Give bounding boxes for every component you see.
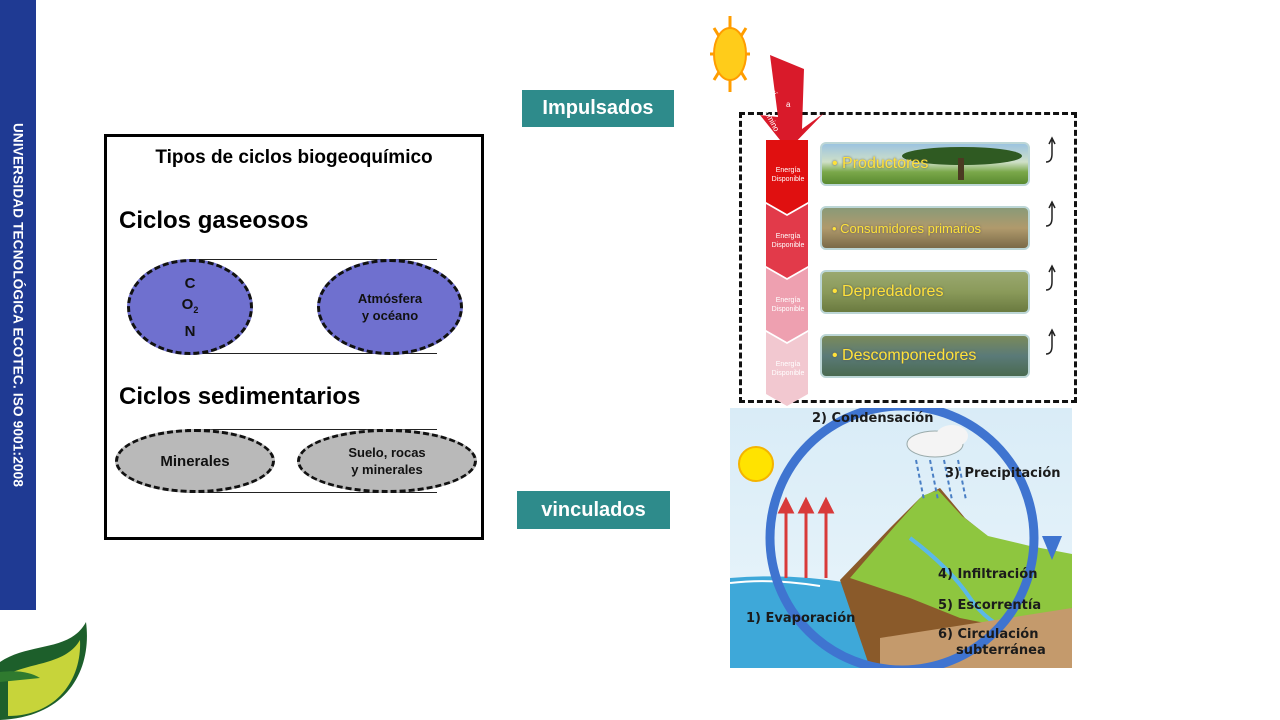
vinculados-tag: vinculados bbox=[517, 491, 670, 529]
energy-available-label: Energía Disponible bbox=[771, 167, 805, 183]
cycle-types-panel: Tipos de ciclos biogeoquímico Ciclos gas… bbox=[104, 134, 484, 540]
ellipse-subscript: 2 bbox=[193, 304, 199, 315]
ecotec-leaf-logo bbox=[0, 622, 87, 720]
predators-label: • Depredadores bbox=[832, 283, 944, 300]
ellipse-text: Atmósfera bbox=[357, 291, 423, 306]
carbon-oxygen-nitrogen-ellipse: C O2 N bbox=[127, 259, 253, 355]
energy-chevrons bbox=[766, 140, 808, 406]
ellipse-text: N bbox=[184, 322, 196, 340]
infiltration-label: 4) Infiltración bbox=[938, 567, 1038, 582]
energy-available-label: Energía Disponible bbox=[771, 297, 805, 313]
precipitation-label: 3) Precipitación bbox=[945, 466, 1061, 481]
runoff-label: 5) Escorrentía bbox=[938, 598, 1042, 613]
connector-line bbox=[187, 259, 437, 260]
sun-icon bbox=[710, 16, 750, 92]
decomposers-label: • Descomponedores bbox=[832, 347, 977, 364]
soil-rocks-ellipse: Suelo, rocas y minerales bbox=[297, 429, 477, 493]
ellipse-text: y océano bbox=[361, 308, 419, 323]
ellipse-text: Suelo, rocas bbox=[348, 445, 426, 460]
connector-line bbox=[187, 429, 437, 430]
energy-available-label: Energía Disponible bbox=[771, 233, 805, 249]
decomposers-row: • Descomponedores bbox=[820, 334, 1030, 378]
energy-loss-arrows bbox=[1045, 136, 1056, 355]
producers-row: • Productores bbox=[820, 142, 1030, 186]
ellipse-text: Minerales bbox=[160, 452, 230, 470]
university-banner-text: UNIVERSIDAD TECNOLÓGICA ECOTEC. ISO 9001… bbox=[10, 122, 26, 488]
energy-available-label: Energía Disponible bbox=[771, 361, 805, 377]
impulsados-tag: Impulsados bbox=[522, 90, 674, 127]
light-energy-arrow bbox=[760, 55, 824, 150]
minerals-ellipse: Minerales bbox=[115, 429, 275, 493]
tree-illustration bbox=[902, 147, 1022, 180]
water-cycle-illustration bbox=[730, 408, 1072, 668]
sedimentary-cycles-heading: Ciclos sedimentarios bbox=[119, 383, 361, 410]
groundwater-label-1: 6) Circulación bbox=[938, 627, 1039, 642]
condensation-label: 2) Condensación bbox=[812, 411, 934, 426]
ellipse-text: y minerales bbox=[351, 462, 423, 477]
evaporation-label: 1) Evaporación bbox=[746, 611, 856, 626]
panel-title: Tipos de ciclos biogeoquímico bbox=[155, 147, 433, 168]
ellipse-text: O bbox=[181, 295, 194, 313]
side-banner: UNIVERSIDAD TECNOLÓGICA ECOTEC. ISO 9001… bbox=[0, 0, 36, 610]
producers-label: • Productores bbox=[832, 155, 929, 172]
ellipse-text: C bbox=[184, 274, 196, 292]
predators-row: • Depredadores bbox=[820, 270, 1030, 314]
groundwater-label-2: subterránea bbox=[956, 643, 1046, 658]
connector-line bbox=[187, 492, 437, 493]
food-chain-frame bbox=[739, 112, 1077, 403]
atmosphere-ocean-ellipse: Atmósfera y océano bbox=[317, 259, 463, 355]
gaseous-cycles-heading: Ciclos gaseosos bbox=[119, 207, 309, 234]
light-energy-text-2: a bbox=[786, 100, 791, 109]
connector-line bbox=[187, 353, 437, 354]
primary-consumers-row: • Consumidores primarios bbox=[820, 206, 1030, 250]
primary-consumers-label: • Consumidores primarios bbox=[832, 220, 982, 236]
